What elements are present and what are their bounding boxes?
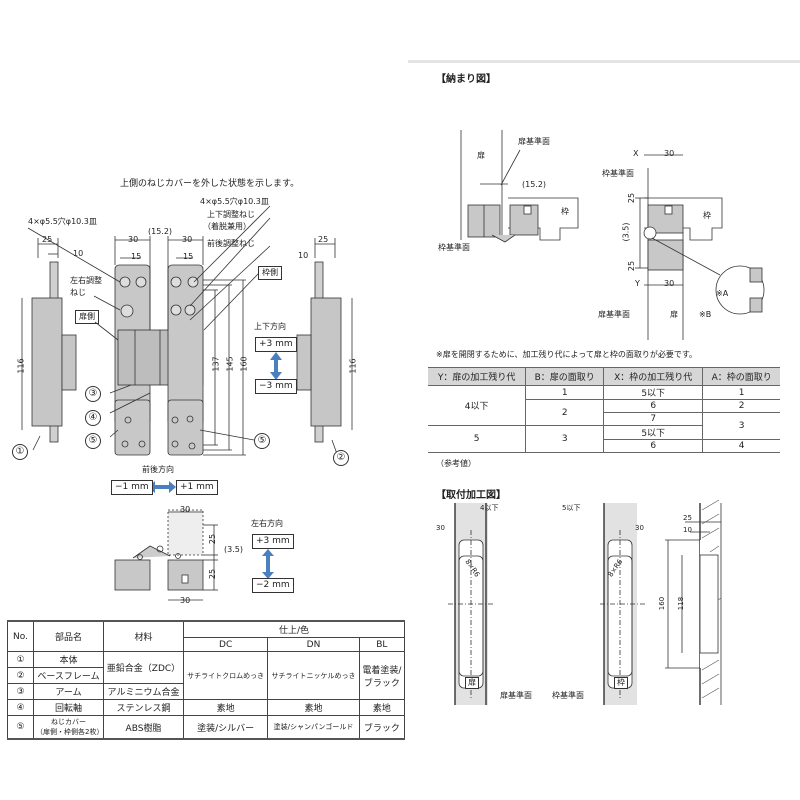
ref-note: （参考値）	[436, 459, 476, 468]
hole-label-right: 4×φ5.5穴φ10.3皿	[200, 197, 269, 206]
callout-4: ④	[85, 410, 101, 426]
frontback-screw-label: 前後調整ねじ	[207, 239, 255, 248]
door-side-tag: 扉側	[75, 310, 99, 324]
osamari-door: 扉	[670, 310, 678, 319]
hinge-top-view	[114, 509, 218, 601]
dim-15-a: 15	[131, 252, 142, 261]
top-divider	[408, 60, 800, 63]
callout-1: ①	[12, 444, 28, 460]
table-row: 5 3 5以下	[427, 425, 780, 453]
osamari-title: 【納まり図】	[436, 74, 496, 85]
col-material: 材料	[103, 620, 184, 652]
dim-30-a: 30	[128, 235, 139, 244]
dim-25-right: 25	[318, 235, 329, 244]
updown-minus: −3 mm	[255, 379, 297, 394]
dim-25-top: 25	[208, 533, 218, 545]
table-row: ③ アーム アルミニウム合金	[7, 683, 405, 700]
machining-title: 【取付加工図】	[436, 490, 506, 501]
col-name: 部品名	[33, 620, 104, 652]
table-row: 2 6 2	[428, 399, 781, 426]
updown-title: 上下方向	[254, 322, 286, 331]
wall-d10: 10	[683, 526, 692, 534]
door-d4: 4以下	[480, 504, 499, 512]
leftright-minus: −2 mm	[252, 578, 294, 593]
dim-25-bottom: 25	[208, 568, 218, 580]
door-ref: 扉基準面	[500, 691, 532, 700]
frame-d30: 30	[635, 524, 644, 532]
lr-screw-label: 左右調整	[70, 276, 102, 285]
note-b: ※B	[699, 310, 712, 319]
dim-15-2: (15.2)	[148, 227, 173, 236]
table-row: ④ 回転軸 ステンレス鋼 素地 素地 素地	[7, 699, 406, 716]
parts-table: No. 部品名 材料 仕上/色 DC DN BL ① 本体 亜鉛合金（ZDC） …	[7, 620, 406, 740]
frontback-minus: −1 mm	[111, 480, 153, 495]
col-no: No.	[7, 620, 34, 652]
frontback-title: 前後方向	[142, 465, 174, 474]
frontback-plus: +1 mm	[176, 480, 218, 495]
updown-plus: +3 mm	[255, 337, 297, 352]
hole-label-left: 4×φ5.5穴φ10.3皿	[28, 217, 97, 226]
machining-drawing	[448, 499, 722, 705]
col-dn: DN	[267, 637, 360, 652]
updown-screw-label: 上下調整ねじ	[207, 210, 255, 219]
updown-screw-label-2: （着脱兼用）	[203, 222, 251, 231]
lr-screw-label-2: ねじ	[70, 288, 86, 297]
leftright-plus: +3 mm	[252, 534, 294, 549]
osamari-left-frame: 枠	[561, 207, 569, 216]
wall-d160: 160	[658, 596, 667, 611]
table-row: ① 本体 亜鉛合金（ZDC） サチライトクロムめっき サチライトニッケルめっき …	[7, 651, 406, 700]
osamari-x: X	[633, 149, 639, 158]
osamari-left-dim: (15.2)	[522, 180, 547, 189]
clearance-table: Y：扉の加工残り代 B：扉の面取り X：枠の加工残り代 A：枠の面取り 4以下 …	[427, 367, 781, 453]
table-row: ② ベースフレーム	[7, 667, 405, 684]
door-label: 扉	[465, 677, 479, 689]
osamari-frame: 枠	[703, 211, 711, 220]
osamari-frame-ref: 枠基準面	[602, 169, 634, 178]
table-row: ⑤ ねじカバー（扉側・枠側各2枚） ABS樹脂 塗装/シルバー 塗装/シャンパン…	[7, 715, 406, 740]
osamari-d30-top: 30	[664, 149, 675, 158]
caption: 上側のねじカバーを外した状態を示します。	[120, 179, 300, 189]
note-a: ※A	[716, 289, 729, 298]
osamari-door-ref: 扉基準面	[598, 310, 630, 319]
osamari-left-frame-ref: 枠基準面	[438, 243, 470, 252]
dim-10-right: 10	[298, 251, 309, 260]
frame-ref: 枠基準面	[552, 691, 584, 700]
frame-side-tag: 枠側	[258, 266, 282, 280]
col-bl: BL	[358, 637, 406, 652]
wall-d25: 25	[683, 514, 692, 522]
callout-2: ②	[333, 450, 349, 466]
leftright-title: 左右方向	[251, 519, 283, 528]
osamari-drawing	[460, 130, 765, 340]
dim-30-b: 30	[182, 235, 193, 244]
frame-label: 枠	[614, 677, 628, 689]
callout-5-right: ⑤	[254, 433, 270, 449]
callout-3: ③	[85, 386, 101, 402]
dim-30-top: 30	[180, 505, 191, 514]
osamari-d30-bottom: 30	[664, 279, 675, 288]
osamari-left-door-ref: 扉基準面	[518, 137, 550, 146]
osamari-y: Y	[635, 279, 640, 288]
osamari-left-door: 扉	[477, 151, 485, 160]
col-finish: 仕上/色	[183, 620, 405, 638]
col-dc: DC	[182, 637, 269, 652]
dim-10-left: 10	[73, 249, 84, 258]
door-d30: 30	[436, 524, 445, 532]
chamfer-note: ※扉を開閉するために、加工残り代によって扉と枠の面取りが必要です。	[436, 350, 698, 359]
dim-30-bottom: 30	[180, 596, 191, 605]
wall-d118: 118	[677, 596, 686, 611]
dim-15-b: 15	[183, 252, 194, 261]
table-row: 6 4	[428, 439, 781, 453]
hinge-drawing	[21, 205, 353, 579]
frame-d5: 5以下	[562, 504, 581, 512]
callout-5-left: ⑤	[85, 433, 101, 449]
dim-3-5: (3.5)	[224, 545, 243, 554]
